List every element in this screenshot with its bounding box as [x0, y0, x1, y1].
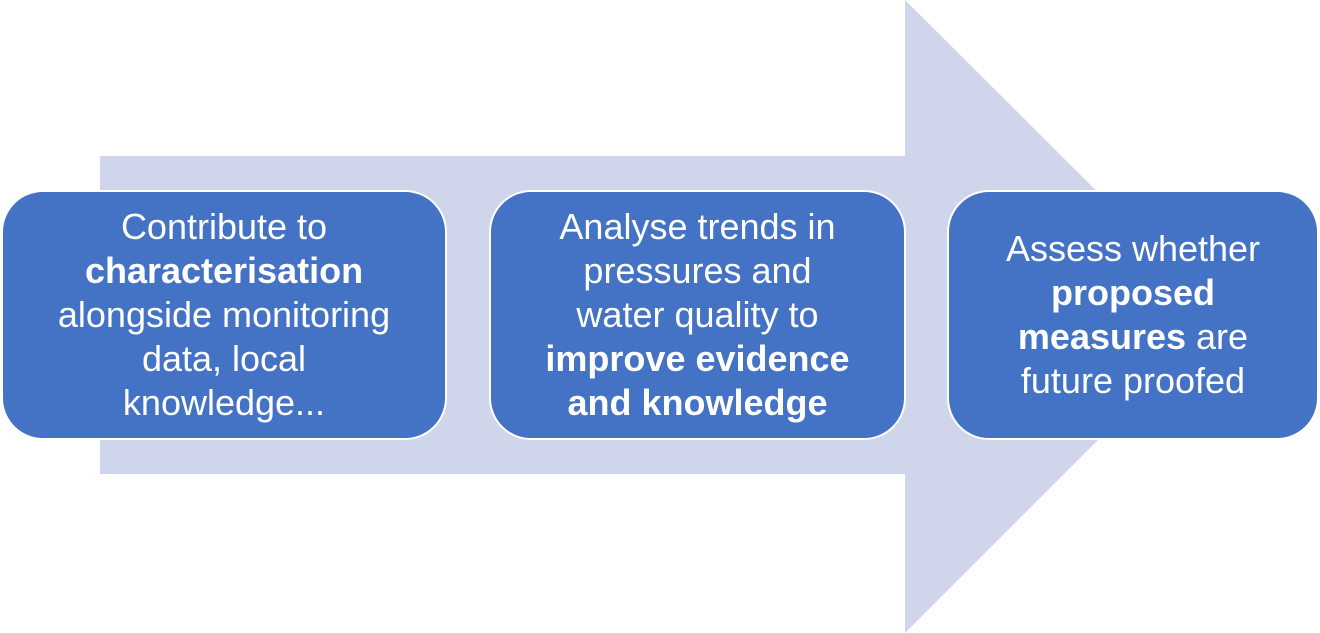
emphasis-text: characterisation — [84, 250, 364, 291]
step-line: Contribute to — [58, 205, 390, 249]
step-line: alongside monitoring — [58, 293, 390, 337]
step-line: characterisation — [58, 249, 390, 293]
text-segment: knowledge... — [122, 382, 326, 423]
text-segment: Contribute to — [120, 206, 328, 247]
step-line: Analyse trends in — [545, 205, 849, 249]
text-segment: are — [1186, 316, 1249, 357]
step-line: improve evidence — [545, 337, 849, 381]
text-segment: future proofed — [1020, 360, 1246, 401]
step-line: measures are — [1006, 315, 1260, 359]
step-line: data, local — [58, 337, 390, 381]
step-line: knowledge... — [58, 381, 390, 425]
step-line: future proofed — [1006, 359, 1260, 403]
text-segment: data, local — [141, 338, 307, 379]
text-segment: pressures and — [583, 250, 812, 291]
emphasis-text: improve evidence — [545, 338, 850, 379]
step-line: pressures and — [545, 249, 849, 293]
step-line: water quality to — [545, 293, 849, 337]
emphasis-text: proposed — [1050, 272, 1215, 313]
text-segment: alongside monitoring — [57, 294, 391, 335]
step-line: and knowledge — [545, 381, 849, 425]
text-segment: water quality to — [576, 294, 819, 335]
text-segment: Assess whether — [1005, 228, 1261, 269]
step-line: proposed — [1006, 271, 1260, 315]
step-line: Assess whether — [1006, 227, 1260, 271]
emphasis-text: and knowledge — [567, 382, 828, 423]
emphasis-text: measures — [1017, 316, 1187, 357]
text-segment: Analyse trends in — [559, 206, 836, 247]
